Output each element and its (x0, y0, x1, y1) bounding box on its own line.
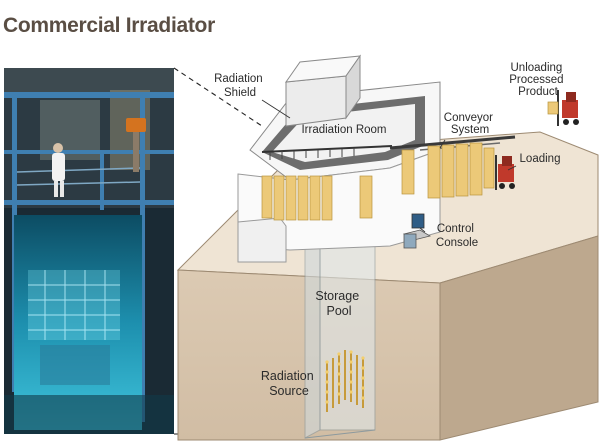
storage-pool-label-line2: Pool (326, 304, 351, 318)
radiation-shield-label: Radiation Shield (214, 73, 266, 99)
facility-photo (4, 68, 174, 434)
conveyor-system-label-line2: System (451, 124, 489, 136)
radiation-source-label-line2: Source (269, 384, 309, 398)
unloading-label-line3: Product (518, 86, 558, 98)
radiation-source-label-line1: Radiation (261, 369, 314, 383)
radiation-source-label: Radiation Source (261, 369, 317, 398)
unloading-label-line1: Unloading (511, 62, 563, 74)
conveyor-system-label-line1: Conveyor (444, 112, 493, 124)
conveyor-system-label: Conveyor System (444, 112, 496, 136)
storage-pool (305, 228, 375, 438)
control-console-label-line2: Console (436, 237, 478, 249)
radiation-shield (238, 56, 440, 262)
irradiation-room-label: Irradiation Room (301, 124, 386, 136)
control-console-label-line1: Control (437, 223, 474, 235)
radiation-shield-label-line2: Shield (224, 87, 256, 99)
radiation-shield-label-line1: Radiation (214, 73, 263, 85)
unloading-label-line2: Processed (509, 74, 563, 86)
storage-pool-label-line1: Storage (315, 289, 359, 303)
loading-label: Loading (520, 153, 561, 165)
